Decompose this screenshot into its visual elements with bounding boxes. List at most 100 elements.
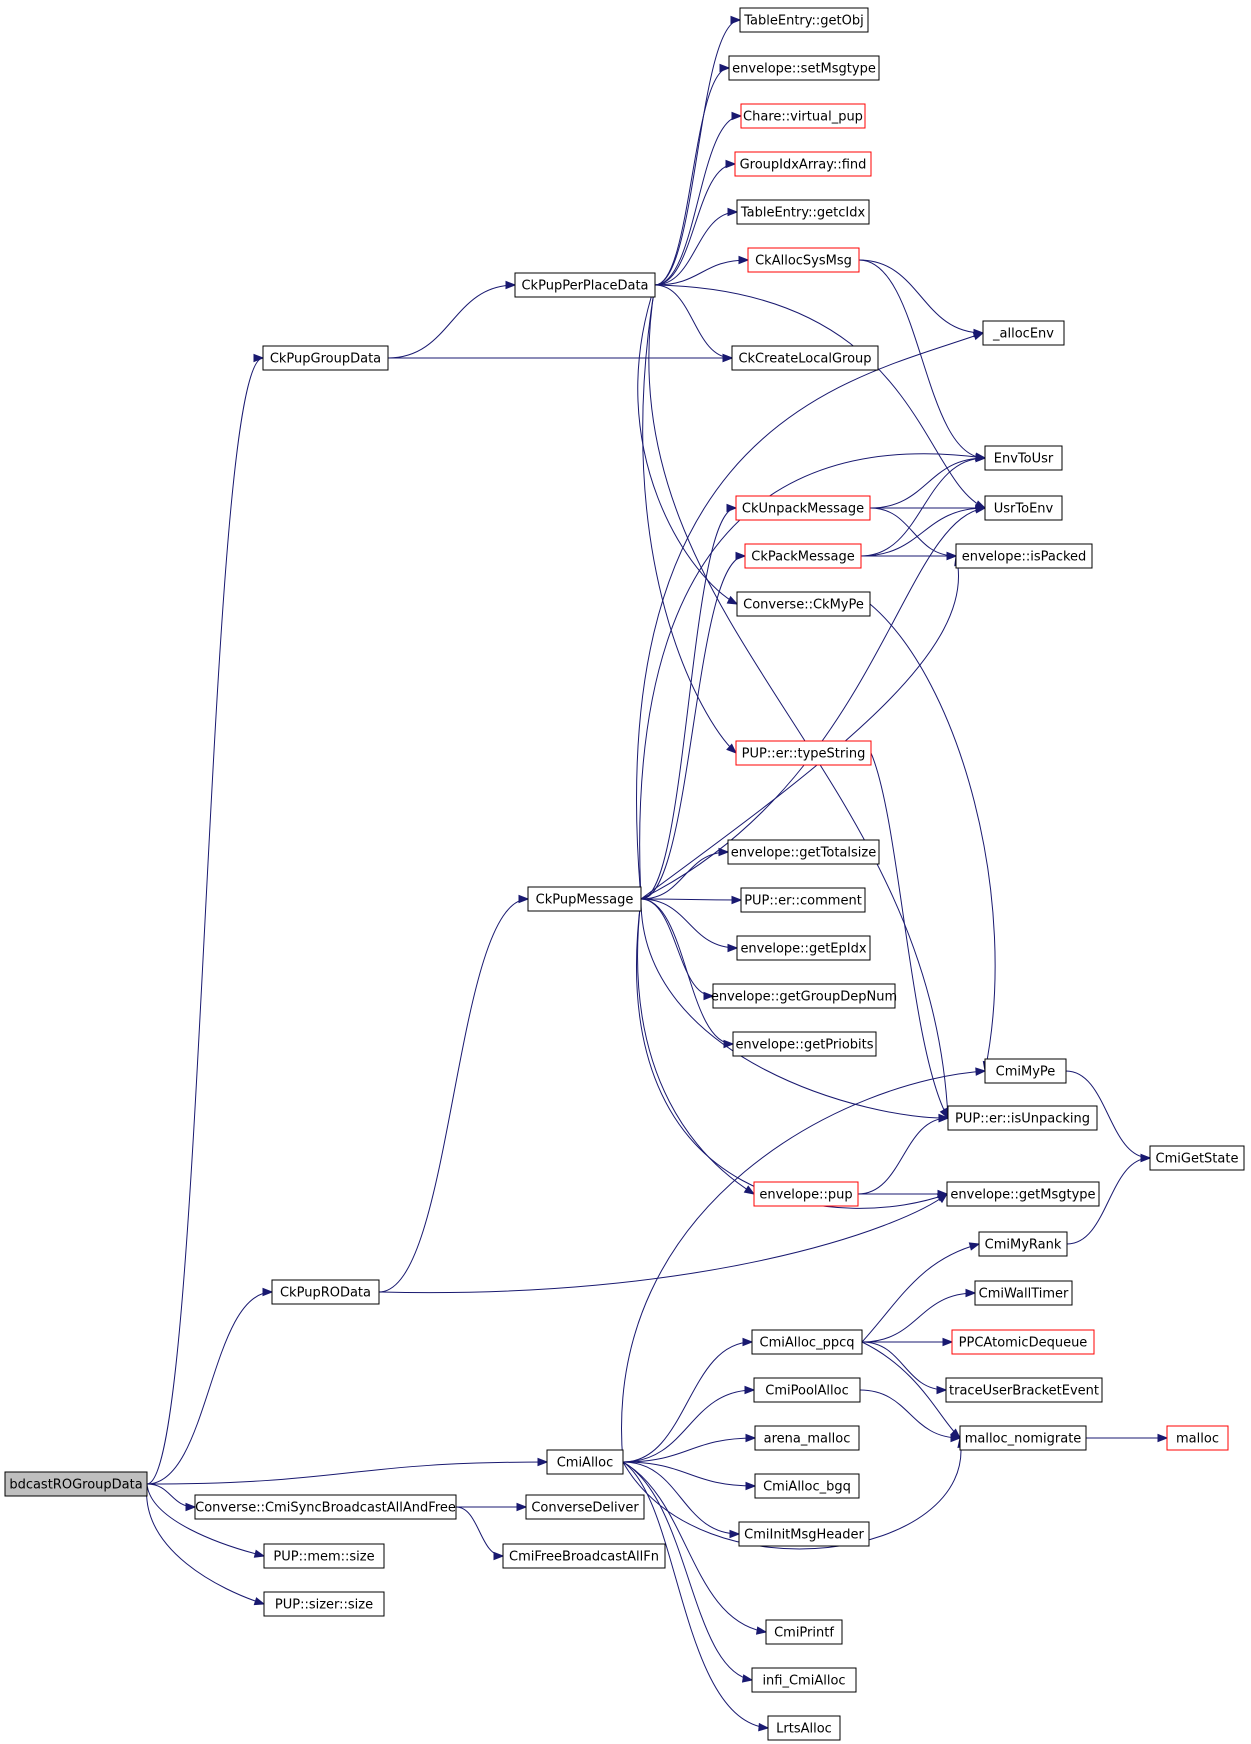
node-box (753, 1181, 859, 1207)
node-getcIdx[interactable]: TableEntry::getcIdx (736, 199, 870, 225)
node-box (740, 887, 866, 913)
node-box (734, 151, 872, 177)
node-getTotalsize[interactable]: envelope::getTotalsize (727, 839, 880, 865)
node-label: envelope::getMsgtype (950, 1188, 1095, 1203)
arrowhead (735, 551, 747, 561)
node-ckMyPe[interactable]: Converse::CkMyPe (736, 591, 871, 617)
node-getPriobits[interactable]: envelope::getPriobits (732, 1031, 877, 1057)
edge-pupMessage-to-packMessage (640, 551, 747, 900)
node-box (984, 495, 1063, 521)
arrowhead (745, 1433, 757, 1443)
arrowhead (537, 1457, 549, 1467)
node-label: CmiWallTimer (979, 1287, 1069, 1302)
node-lrtsAlloc[interactable]: LrtsAlloc (767, 1715, 841, 1741)
node-cmiAlloc[interactable]: CmiAlloc (546, 1449, 624, 1475)
node-box (951, 1329, 1095, 1355)
node-getEpIdx[interactable]: envelope::getEpIdx (736, 935, 871, 961)
node-envPup[interactable]: envelope::pup (753, 1181, 859, 1207)
edge-pupPerPlace-to-allocSysMsg (654, 255, 750, 286)
node-box (751, 1329, 863, 1355)
arrowhead (730, 15, 742, 25)
edge-bdcast-to-pupROData (146, 1287, 274, 1485)
node-cmiWallTimer[interactable]: CmiWallTimer (974, 1280, 1073, 1306)
node-label: envelope::getTotalsize (731, 846, 876, 861)
edge-allocPpcq-to-traceBracket (861, 1341, 948, 1395)
node-initMsgHeader[interactable]: CmiInitMsgHeader (738, 1521, 870, 1547)
node-packMessage[interactable]: CkPackMessage (744, 543, 862, 569)
node-label: CkUnpackMessage (742, 502, 864, 517)
arrowhead (516, 1502, 528, 1512)
node-box (527, 886, 642, 912)
node-allocSysMsg[interactable]: CkAllocSysMsg (747, 247, 860, 273)
node-ppcDequeue[interactable]: PPCAtomicDequeue (951, 1329, 1095, 1355)
node-bdcast: bdcastROGroupData (4, 1471, 148, 1497)
node-label: PUP::er::isUnpacking (955, 1112, 1090, 1127)
node-comment[interactable]: PUP::er::comment (740, 887, 866, 913)
edge-pupMessage-to-comment (640, 895, 743, 905)
node-label: CmiPrintf (774, 1626, 834, 1641)
node-box (751, 1667, 857, 1693)
arrowhead (518, 894, 530, 904)
node-getGroupDepNum[interactable]: envelope::getGroupDepNum (711, 983, 897, 1009)
node-syncBcast[interactable]: Converse::CmiSyncBroadcastAllAndFree (194, 1494, 457, 1520)
node-allocPpcq[interactable]: CmiAlloc_ppcq (751, 1329, 863, 1355)
node-getMsgtype[interactable]: envelope::getMsgtype (946, 1181, 1100, 1207)
node-usrToEnv[interactable]: UsrToEnv (984, 495, 1063, 521)
node-poolAlloc[interactable]: CmiPoolAlloc (753, 1377, 861, 1403)
node-allocEnv[interactable]: _allocEnv (982, 320, 1065, 346)
node-label: envelope::getPriobits (735, 1038, 873, 1053)
node-memSize[interactable]: PUP::mem::size (263, 1543, 385, 1569)
edge-syncBcast-to-freeBcastAllFn (455, 1506, 505, 1561)
node-box (945, 1377, 1103, 1403)
arrowhead (937, 1189, 949, 1199)
node-box (732, 1031, 877, 1057)
node-groupFind[interactable]: GroupIdxArray::find (734, 151, 872, 177)
node-setMsgtype[interactable]: envelope::setMsgtype (728, 55, 880, 81)
node-isPacked[interactable]: envelope::isPacked (955, 543, 1093, 569)
edge-cmiAlloc-to-arenaMalloc (622, 1433, 757, 1463)
node-createLocalGroup[interactable]: CkCreateLocalGroup (731, 345, 879, 371)
edge-pupMessage-to-isUnpacking (640, 898, 950, 1123)
node-pupGroupData[interactable]: CkPupGroupData (262, 345, 389, 371)
node-box (263, 1591, 385, 1617)
node-box (735, 740, 872, 766)
node-cmiMyPe[interactable]: CmiMyPe (984, 1058, 1067, 1084)
node-cmiPrintf[interactable]: CmiPrintf (765, 1619, 843, 1645)
node-pupMessage[interactable]: CkPupMessage (527, 886, 642, 912)
node-sizerSize[interactable]: PUP::sizer::size (263, 1591, 385, 1617)
node-box (739, 7, 869, 33)
node-allocBgq[interactable]: CmiAlloc_bgq (754, 1473, 860, 1499)
node-virtualPup[interactable]: Chare::virtual_pup (740, 103, 866, 129)
edge-pupPerPlace-to-virtualPup (654, 111, 743, 286)
node-label: GroupIdxArray::find (740, 158, 867, 173)
node-malloc[interactable]: malloc (1166, 1425, 1229, 1451)
node-unpackMessage[interactable]: CkUnpackMessage (735, 495, 871, 521)
node-envToUsr[interactable]: EnvToUsr (984, 445, 1063, 471)
node-converseDeliver[interactable]: ConverseDeliver (525, 1494, 645, 1520)
node-pupPerPlace[interactable]: CkPupPerPlaceData (514, 272, 656, 298)
edge-bdcast-to-cmiAlloc (146, 1457, 549, 1485)
node-label: Converse::CkMyPe (743, 598, 864, 613)
node-infiCmiAlloc[interactable]: infi_CmiAlloc (751, 1667, 857, 1693)
arrowhead (742, 1337, 754, 1347)
node-cmiMyRank[interactable]: CmiMyRank (978, 1231, 1068, 1257)
node-isUnpacking[interactable]: PUP::er::isUnpacking (947, 1105, 1098, 1131)
node-label: EnvToUsr (994, 452, 1054, 467)
edge-bdcast-to-sizerSize (146, 1483, 266, 1606)
node-getObj[interactable]: TableEntry::getObj (739, 7, 869, 33)
node-cmiGetState[interactable]: CmiGetState (1149, 1145, 1245, 1171)
arrowhead (939, 1107, 949, 1120)
edge-cmiAlloc-to-infiCmiAlloc (622, 1461, 754, 1683)
node-box (271, 1279, 380, 1305)
node-arenaMalloc[interactable]: arena_malloc (754, 1425, 860, 1451)
node-mallocNomigrate[interactable]: malloc_nomigrate (959, 1425, 1087, 1451)
arrowhead (741, 1674, 754, 1683)
arrowhead (723, 1039, 735, 1049)
arrowhead (972, 332, 985, 341)
node-pupROData[interactable]: CkPupROData (271, 1279, 380, 1305)
node-freeBcastAllFn[interactable]: CmiFreeBroadcastAllFn (502, 1543, 666, 1569)
node-traceBracket[interactable]: traceUserBracketEvent (945, 1377, 1103, 1403)
node-label: UsrToEnv (994, 502, 1054, 517)
node-typeString[interactable]: PUP::er::typeString (735, 740, 872, 766)
